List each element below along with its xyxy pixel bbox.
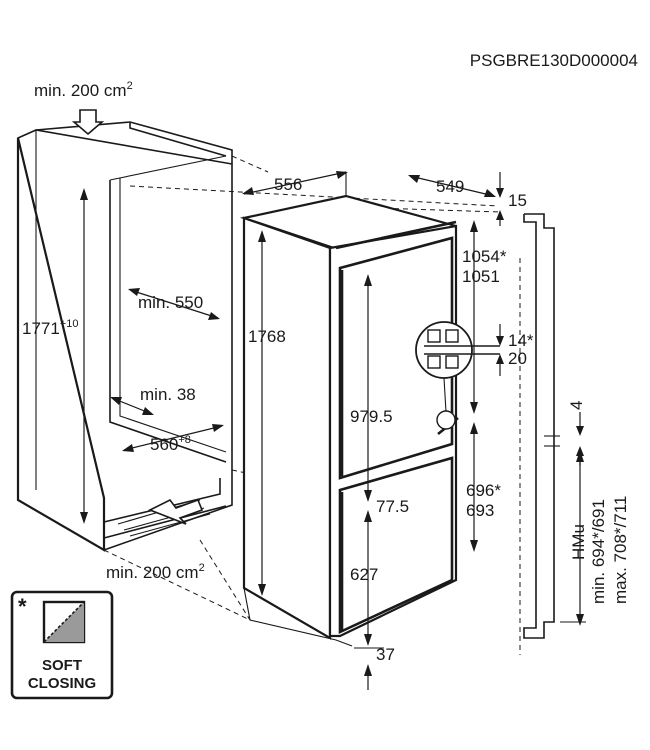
dim-upper-height: [364, 274, 372, 502]
divider-label: 77.5: [376, 497, 409, 516]
dim-appliance-height: [258, 230, 266, 596]
niche-width-label: 560+8: [150, 434, 191, 454]
furniture-door-max-label: max. 708*/711: [611, 496, 630, 604]
lower-door-alt-label: 696*: [466, 481, 501, 500]
lower-door-label: 693: [466, 501, 494, 520]
bottom-offset-label: 37: [376, 645, 395, 664]
soft-closing-asterisk: *: [18, 594, 27, 619]
appliance-width-label: 556: [274, 175, 302, 194]
top-offset-label: 15: [508, 191, 527, 210]
vent-bottom-label: min. 200 cm2: [106, 562, 205, 582]
soft-closing-line1: SOFT: [42, 657, 82, 674]
dim-hinge-gap: [496, 324, 504, 376]
appliance-depth-label: 549: [436, 177, 464, 196]
dim-niche-height: [80, 188, 88, 524]
dim-top-offset: [496, 172, 504, 226]
upper-height-label: 979.5: [350, 407, 393, 426]
projection-lines: [103, 155, 521, 655]
hinge-gap-alt-label: 14*: [508, 331, 534, 350]
dim-niche-gap: [110, 397, 154, 415]
furniture-door-min-label: min. 694*/691: [589, 499, 608, 604]
niche-gap-label: min. 38: [140, 385, 196, 404]
niche-height-label: 1771+10: [22, 318, 79, 338]
dim-bottom-offset: [354, 647, 384, 690]
dim-lower-height: [364, 510, 372, 646]
upper-door-alt-label: 1054*: [462, 247, 507, 266]
door-gap-label: 4: [567, 401, 586, 410]
hinge-gap-label: 20: [508, 349, 527, 368]
soft-closing-line2: CLOSING: [28, 675, 96, 692]
vent-top-label: min. 200 cm2: [34, 80, 133, 100]
dim-furniture-door-height: [560, 450, 586, 626]
dim-lower-door: [470, 422, 478, 552]
hinge-detail-icon: [415, 321, 500, 430]
appliance-height-label: 1768: [248, 327, 286, 346]
upper-door-label: 1051: [462, 267, 500, 286]
lower-height-label: 627: [350, 565, 378, 584]
dim-upper-door: [470, 220, 478, 414]
furniture-door-section: [523, 213, 560, 639]
soft-closing-badge: [10, 590, 114, 700]
niche-depth-label: min. 550: [138, 293, 203, 312]
dim-appliance-width: [242, 171, 348, 196]
furniture-door-label: HMu: [569, 524, 588, 560]
vent-arrow-bottom-icon: [148, 498, 204, 525]
niche-cabinet: [16, 121, 233, 552]
dim-niche-depth: [128, 288, 220, 320]
dim-appliance-depth: [408, 175, 496, 197]
product-code: PSGBRE130D000004: [470, 51, 638, 70]
dim-niche-width: [122, 424, 224, 452]
vent-arrow-top-icon: [71, 109, 105, 136]
